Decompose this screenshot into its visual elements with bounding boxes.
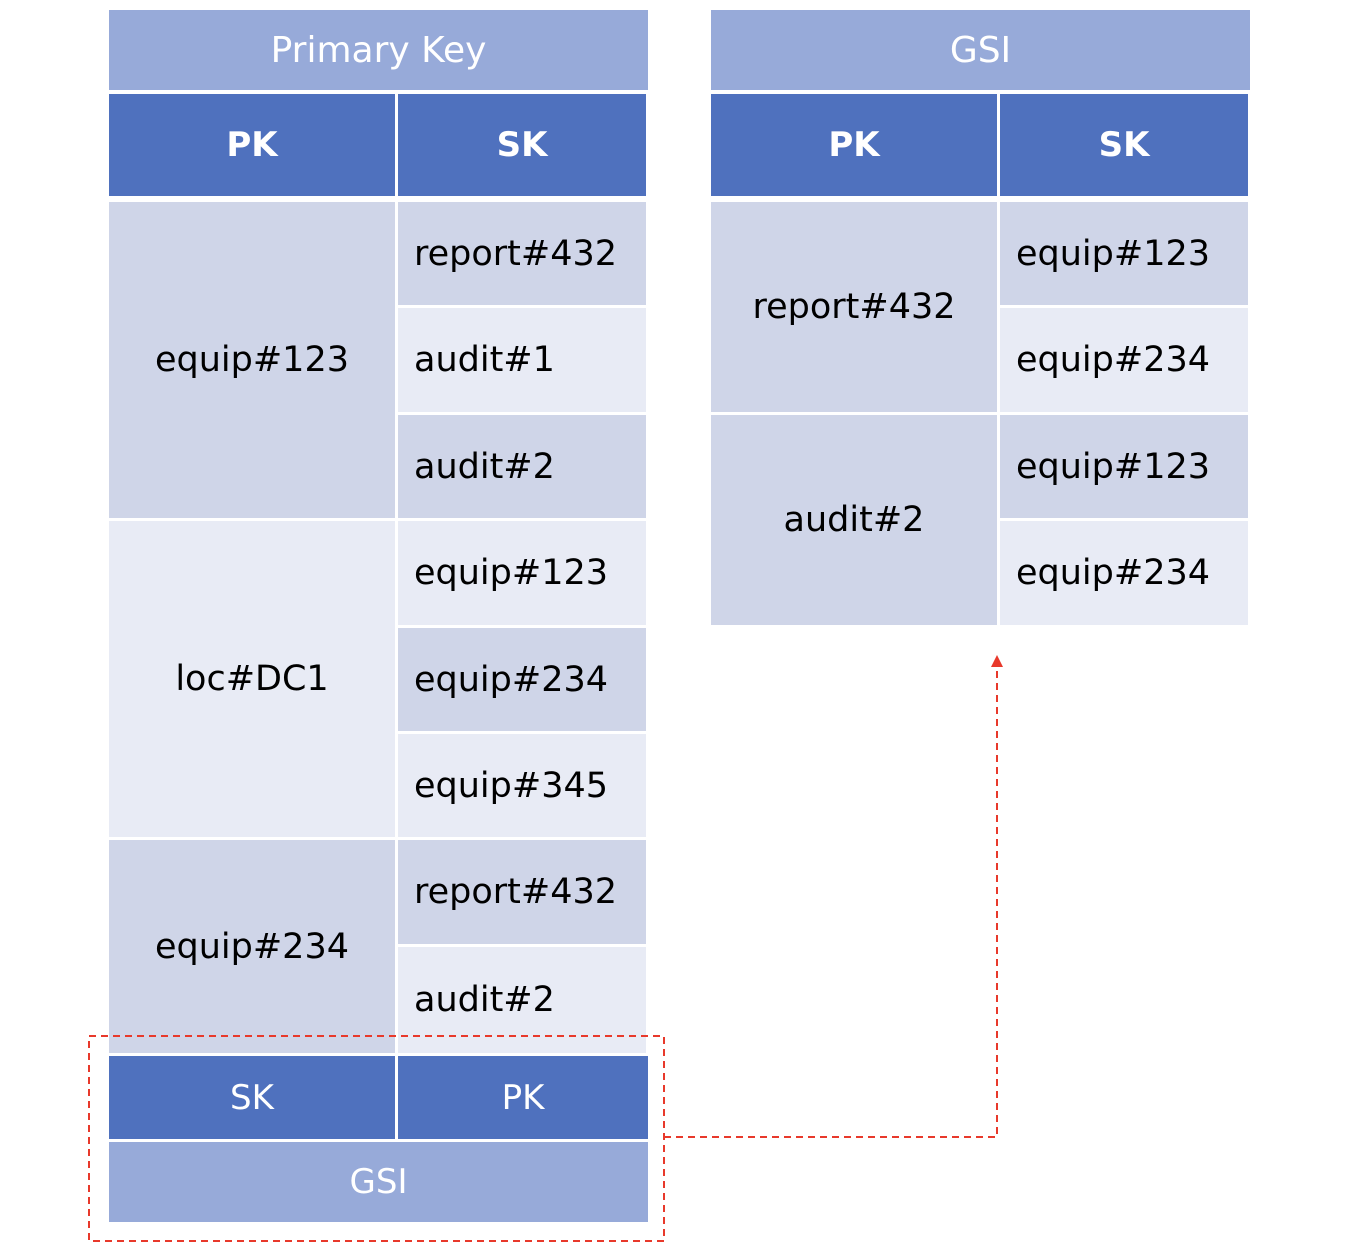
primary-col-pk-header: PK xyxy=(109,94,395,196)
gsi-mapping-sk-label: SK xyxy=(109,1056,395,1139)
gsi-pk-cell: audit#2 xyxy=(711,415,997,625)
primary-sk-cell: audit#2 xyxy=(398,415,646,518)
gsi-col-sk-header: SK xyxy=(1000,94,1248,196)
gsi-table-title: GSI xyxy=(711,10,1250,90)
gsi-projection-arrow-line xyxy=(664,668,998,1138)
primary-pk-cell: loc#DC1 xyxy=(109,521,395,837)
primary-pk-cell: equip#123 xyxy=(109,202,395,518)
gsi-sk-cell: equip#234 xyxy=(1000,308,1248,412)
primary-sk-cell: equip#345 xyxy=(398,734,646,837)
primary-pk-cell: equip#234 xyxy=(109,840,395,1053)
gsi-pk-cell: report#432 xyxy=(711,202,997,412)
primary-sk-cell: equip#123 xyxy=(398,521,646,625)
gsi-sk-cell: equip#123 xyxy=(1000,415,1248,518)
gsi-mapping-pk-label: PK xyxy=(398,1056,648,1139)
gsi-mapping-caption: GSI xyxy=(109,1142,648,1222)
gsi-col-pk-header: PK xyxy=(711,94,997,196)
primary-sk-cell: audit#1 xyxy=(398,308,646,412)
arrow-head-icon xyxy=(991,655,1003,667)
gsi-sk-cell: equip#234 xyxy=(1000,521,1248,625)
primary-sk-cell: report#432 xyxy=(398,840,646,944)
gsi-highlight-box xyxy=(88,1035,665,1242)
gsi-sk-cell: equip#123 xyxy=(1000,202,1248,305)
primary-table-title: Primary Key xyxy=(109,10,648,90)
primary-col-sk-header: SK xyxy=(398,94,646,196)
primary-sk-cell: report#432 xyxy=(398,202,646,305)
primary-sk-cell: equip#234 xyxy=(398,628,646,731)
